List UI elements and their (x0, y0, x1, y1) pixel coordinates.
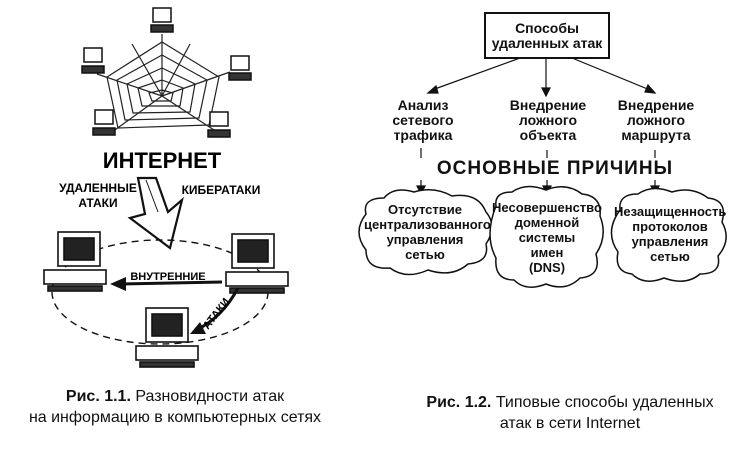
reason-line: (DNS) (528, 260, 566, 275)
method-line: трафика (393, 127, 453, 143)
reasons-header: ОСНОВНЫЕ ПРИЧИНЫ (420, 158, 690, 180)
reason-line: управления (386, 232, 464, 247)
method-false-route: Внедрение ложного маршрута (610, 98, 702, 143)
computer-icon (135, 307, 199, 368)
reason-line: Незащищенность (614, 204, 727, 219)
reason-line: протоколов (632, 219, 708, 234)
method-false-object: Внедрение ложного объекта (502, 98, 594, 143)
method-line: маршрута (621, 127, 691, 143)
reason-line: доменной (514, 215, 580, 230)
root-line2: удаленных атак (491, 35, 603, 51)
figure-2-caption-prefix: Рис. 1.2. (426, 394, 492, 411)
remote-attacks-label-line2: АТАКИ (78, 196, 117, 210)
computer-icon (225, 233, 289, 294)
figure-1-caption: Рис. 1.1. Разновидности атак на информац… (10, 386, 340, 428)
figure-1-caption-line2: на информацию в компьютерных сетях (28, 409, 322, 426)
network-node-icon (150, 7, 174, 33)
network-node-icon (81, 47, 105, 74)
spider-web-icon (96, 34, 231, 133)
reason-unprotected-protocols: Незащищенность протоколов управления сет… (614, 204, 726, 264)
arrow-head-icon (190, 322, 206, 334)
figure-1-caption-prefix: Рис. 1.1. (65, 388, 131, 405)
reason-line: Отсутствие (388, 202, 462, 217)
attack-arrow-icon (127, 176, 184, 250)
reason-line: имен (530, 245, 564, 260)
method-line: объекта (519, 127, 577, 143)
reason-line: сетью (650, 249, 690, 264)
method-line: сетевого (392, 112, 454, 128)
method-line: Анализ (397, 97, 449, 113)
reason-cloud-shape (358, 189, 493, 276)
reason-line: сетью (405, 247, 445, 262)
reason-line: системы (518, 230, 576, 245)
remote-attacks-label-line1: УДАЛЕННЫЕ (59, 181, 137, 195)
method-traffic-analysis: Анализ сетевого трафика (388, 98, 458, 143)
root-line1: Способы (515, 20, 579, 36)
network-node-icon (207, 111, 231, 138)
reason-no-central-control: Отсутствие централизованного управления … (364, 202, 491, 262)
figure-1-caption-line1: Разновидности атак (135, 388, 285, 405)
right-figure-connectors (358, 57, 727, 288)
internet-label: ИНТЕРНЕТ (103, 148, 222, 173)
network-node-icon (228, 55, 252, 81)
method-line: ложного (626, 112, 686, 128)
method-line: Внедрение (509, 97, 587, 113)
reason-line: централизованного (364, 217, 491, 232)
internal-label: ВНУТРЕННИЕ (130, 271, 205, 283)
reason-line: Несовершенство (492, 200, 602, 215)
network-node-icon (92, 109, 116, 136)
figure-2-caption: Рис. 1.2. Типовые способы удаленных атак… (400, 392, 740, 434)
figure-2-caption-line1: Типовые способы удаленных (495, 394, 714, 411)
method-line: Внедрение (617, 97, 695, 113)
method-line: ложного (518, 112, 578, 128)
computer-icon (43, 231, 107, 292)
left-figure-graphic: ИНТЕРНЕТ УДАЛЕННЫЕ АТАКИ КИБЕРАТАКИ ВНУТ… (43, 7, 289, 368)
root-box: Способы удаленных атак (484, 12, 610, 59)
figure-2-caption-line2: атак в сети Internet (499, 415, 641, 432)
reason-cloud-shape (489, 185, 604, 288)
reason-dns-imperfection: Несовершенство доменной системы имен (DN… (492, 200, 602, 275)
cyberattacks-label: КИБЕРАТАКИ (182, 183, 261, 197)
reason-line: управления (631, 234, 709, 249)
arrow-head-icon (110, 277, 126, 291)
reason-cloud-shape (610, 187, 727, 282)
